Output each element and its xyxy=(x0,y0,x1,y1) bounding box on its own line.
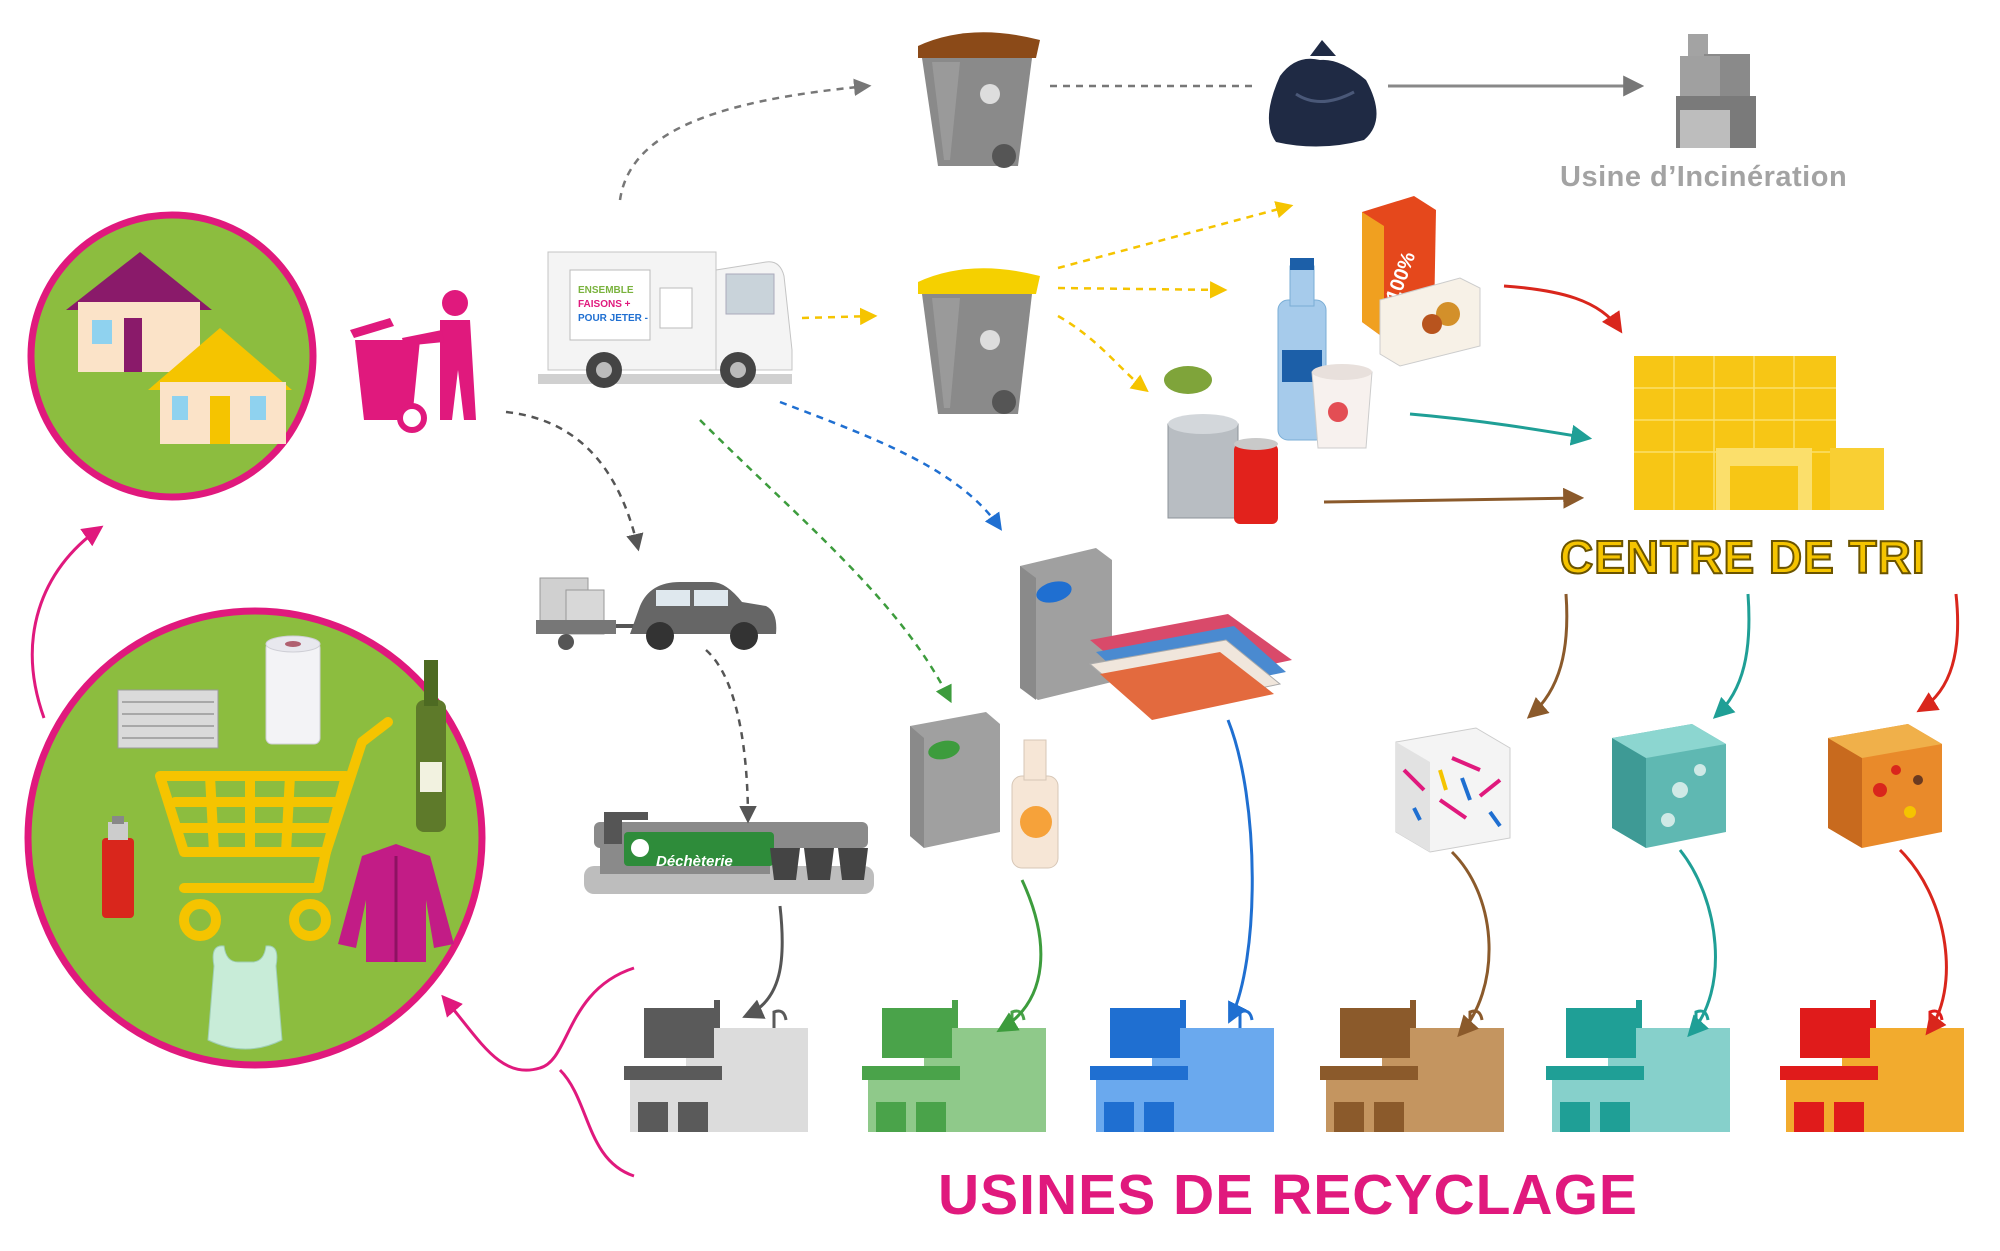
mixed-paper-bale-icon xyxy=(1395,727,1511,853)
house-icon-front xyxy=(148,328,292,444)
glass-bottle-icon xyxy=(1011,739,1059,869)
plastic-bag-icon xyxy=(207,945,283,1050)
recycling-factory-icon xyxy=(1090,1000,1274,1132)
glass-container-icon xyxy=(910,712,1000,848)
sorting-center-building xyxy=(1634,356,1884,510)
paper-roll-icon xyxy=(265,635,321,745)
products-circle xyxy=(24,607,486,1069)
soda-can-icon xyxy=(1234,438,1278,524)
shopping-cart-icon xyxy=(155,717,393,941)
incineration-plant-label: Usine d’Incinération xyxy=(1560,161,1848,193)
decheterie-icon xyxy=(584,812,874,894)
metal-bale-icon xyxy=(1828,724,1942,848)
sorting-center-label: CENTRE DE TRI xyxy=(1559,530,1926,584)
truck-sign-line2: FAISONS + xyxy=(578,299,631,310)
jacket-icon xyxy=(338,844,454,962)
garbage-bag-icon xyxy=(1268,40,1377,147)
recycling-factory-icon xyxy=(1780,1000,1964,1132)
recycling-factory-icon xyxy=(1546,1000,1730,1132)
flow-arrows xyxy=(505,75,1960,1038)
spray-can-icon xyxy=(102,816,134,918)
decheterie-label: Déchèterie xyxy=(656,853,733,870)
recycling-factory-icon xyxy=(862,1000,1046,1132)
paper-container-icon xyxy=(1020,548,1112,700)
person-with-bin-icon xyxy=(350,290,476,433)
brown-lid-bin-icon xyxy=(918,32,1040,168)
recycling-plants-title: USINES DE RECYCLAGE xyxy=(938,1163,1638,1227)
truck-sign-line3: POUR JETER - xyxy=(578,313,648,324)
house-icon-back xyxy=(66,252,212,372)
yogurt-pot-icon xyxy=(1311,364,1373,449)
truck-icon: ENSEMBLE FAISONS + POUR JETER - xyxy=(538,251,793,388)
plastic-bale-icon xyxy=(1612,724,1726,848)
recycling-factory-icon xyxy=(624,1000,808,1132)
newspapers-icon xyxy=(117,689,219,749)
wine-bottle-icon xyxy=(416,660,446,832)
car-trailer-icon xyxy=(536,577,777,650)
magazines-icon xyxy=(1088,614,1292,720)
recycling-factories xyxy=(624,1000,1964,1132)
yellow-lid-bin-icon xyxy=(918,268,1040,414)
incinerator-icon xyxy=(1676,34,1756,148)
magenta-arrows xyxy=(30,525,635,1178)
recycling-factory-icon xyxy=(1320,1000,1504,1132)
truck-sign-line1: ENSEMBLE xyxy=(578,285,634,296)
food-box-icon xyxy=(1379,277,1481,367)
houses-circle xyxy=(27,211,317,501)
tin-can-icon xyxy=(1164,366,1239,519)
